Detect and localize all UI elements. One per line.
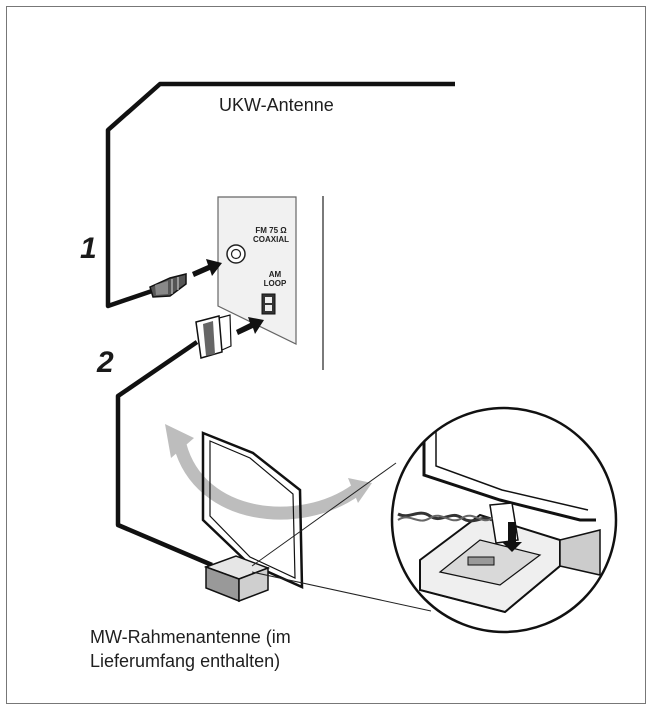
arrow-am	[236, 317, 264, 335]
loop-antenna-stand	[203, 555, 271, 603]
fm-terminal-line2: COAXIAL	[253, 235, 289, 244]
rotation-arrow	[165, 424, 372, 520]
fm-terminal-line1: FM 75 Ω	[255, 226, 287, 235]
am-terminal-line1: AM	[268, 270, 282, 279]
arrow-fm	[192, 259, 222, 277]
fm-antenna-wire	[105, 81, 455, 309]
am-terminal-line2: LOOP	[263, 279, 287, 288]
fm-connector-plug	[149, 273, 187, 298]
am-antenna-label-line2: Lieferumfang enthalten)	[90, 651, 281, 671]
step-1-number: 1	[80, 232, 97, 265]
am-antenna-label-line1: MW-Rahmenantenne (im	[90, 627, 291, 647]
am-loop-terminal	[261, 293, 276, 315]
fm-terminal-label: FM 75 Ω COAXIAL	[251, 226, 291, 244]
zoom-detail-circle	[390, 406, 618, 634]
rear-panel	[217, 196, 324, 370]
am-antenna-wire	[115, 340, 213, 568]
fm-antenna-label: UKW-Antenne	[219, 95, 334, 115]
am-terminal-label: AM LOOP	[255, 270, 295, 288]
loop-antenna-frame	[201, 431, 304, 589]
am-antenna-label: MW-Rahmenantenne (im Lieferumfang enthal…	[90, 625, 410, 673]
step-2-number: 2	[97, 346, 114, 379]
fm-coaxial-socket	[226, 244, 246, 264]
am-connector-plug	[195, 314, 232, 359]
